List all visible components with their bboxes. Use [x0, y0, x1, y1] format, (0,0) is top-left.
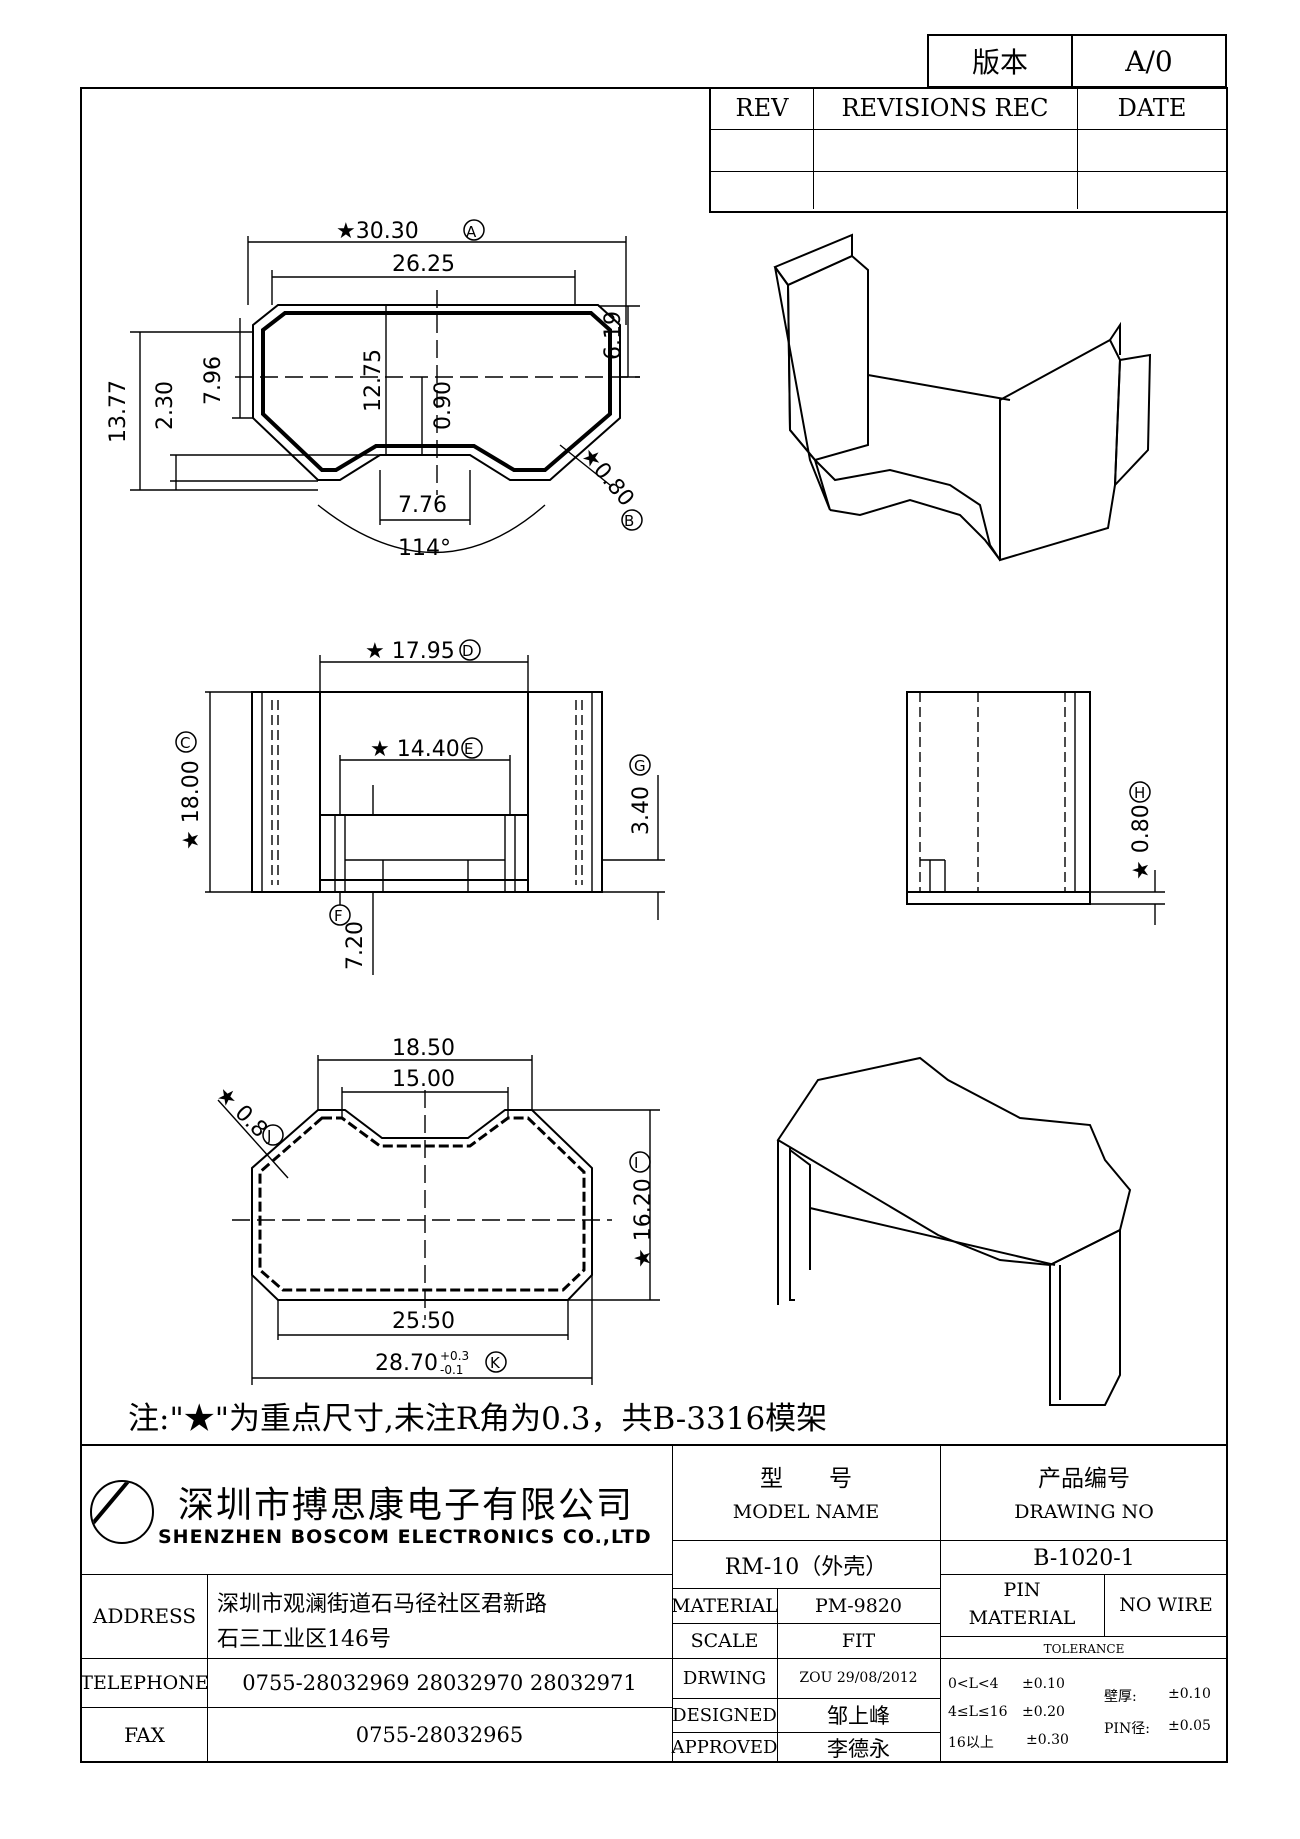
dim-top-1377: 13.77: [106, 380, 131, 443]
material-label: MATERIAL: [671, 1594, 778, 1617]
dim-tag-k: K: [490, 1354, 501, 1372]
pin-material-value: NO WIRE: [1119, 1594, 1213, 1616]
dim-tag-j: J: [266, 1127, 271, 1145]
model-label-en: MODEL NAME: [732, 1501, 880, 1523]
version-label: 版本: [929, 36, 1073, 86]
dim-front-340: 3.40: [629, 786, 654, 835]
tolerance-row-3-range: 16以上: [948, 1735, 994, 1751]
dim-front-720: 7.20: [343, 921, 368, 970]
dim-bottom-1500: 15.00: [392, 1067, 455, 1092]
side-view: [906, 691, 1165, 925]
dim-top-1275: 12.75: [361, 349, 386, 412]
version-value: A/0: [1125, 44, 1173, 78]
dim-bottom-2870: 28.70: [375, 1351, 438, 1376]
date-header: DATE: [1117, 94, 1187, 122]
company-logo: [90, 1480, 154, 1544]
revisions-rec-header: REVISIONS REC: [841, 94, 1049, 122]
tolerance-row-2-value: ±0.20: [1022, 1704, 1065, 1720]
dim-tag-e: E: [464, 740, 473, 758]
wall-thickness-label: 壁厚:: [1104, 1689, 1137, 1705]
telephone-label: TELEPHONE: [80, 1671, 209, 1694]
designed-label: DESIGNED: [672, 1704, 777, 1726]
fax-label: FAX: [124, 1723, 165, 1747]
wall-thickness-value: ±0.10: [1168, 1686, 1211, 1702]
dim-tag-h: H: [1134, 784, 1145, 802]
approved-value: 李德永: [827, 1736, 890, 1761]
scale-label: SCALE: [690, 1629, 759, 1652]
dim-top-230: 2.30: [153, 381, 178, 430]
dim-top-796: 7.96: [201, 356, 226, 405]
dim-front-1795: ★ 17.95: [365, 639, 455, 664]
dim-tag-a: A: [466, 223, 477, 241]
dim-top-090: 0.90: [431, 381, 456, 430]
dim-top-776: 7.76: [398, 493, 447, 518]
dim-top-inner-width: 26.25: [392, 252, 455, 277]
dim-top-angle: 114°: [398, 536, 451, 561]
address-line-2: 石三工业区146号: [217, 1627, 391, 1652]
dim-bottom-tol-plus: +0.3: [440, 1349, 469, 1363]
pin-material-label-2: MATERIAL: [968, 1607, 1076, 1629]
dim-tag-g: G: [634, 757, 646, 775]
company-name-cn: 深圳市搏思康电子有限公司: [178, 1485, 635, 1526]
dim-bottom-1620: ★ 16.20: [631, 1178, 656, 1268]
pin-material-label-1: PIN: [1003, 1579, 1041, 1601]
isometric-view-top: [773, 233, 1152, 562]
pin-diameter-value: ±0.05: [1168, 1718, 1211, 1734]
dim-top-080: ★0.80: [575, 443, 638, 512]
rev-header: REV: [735, 94, 789, 122]
dim-tag-c: C: [180, 734, 190, 752]
dim-tag-d: D: [462, 642, 474, 660]
address-line-1: 深圳市观澜街道石马径社区君新路: [217, 1592, 548, 1617]
pin-diameter-label: PIN径:: [1104, 1721, 1150, 1737]
top-view: [130, 236, 640, 554]
tolerance-row-1-value: ±0.10: [1022, 1676, 1065, 1692]
front-view: [205, 655, 665, 975]
revision-table: REV REVISIONS REC DATE: [709, 87, 1228, 213]
company-name-en: SHENZHEN BOSCOM ELECTRONICS CO.,LTD: [158, 1526, 652, 1548]
drawing-note: 注:"★"为重点尺寸,未注R角为0.3，共B-3316模架: [128, 1401, 828, 1437]
dim-bottom-1850: 18.50: [392, 1036, 455, 1061]
material-value: PM-9820: [814, 1594, 902, 1617]
drawing-no-label-cn: 产品编号: [1038, 1466, 1130, 1492]
drawing-no-label-en: DRAWING NO: [1014, 1501, 1154, 1523]
dim-side-080: ★ 0.80: [1129, 804, 1154, 880]
tolerance-row-1-range: 0<L<4: [948, 1676, 999, 1692]
dim-bottom-2550: 25.50: [392, 1309, 455, 1334]
dim-top-619: 6.19: [601, 311, 626, 360]
dim-bottom-tol-minus: -0.1: [440, 1363, 463, 1377]
dim-front-1440: ★ 14.40: [370, 737, 460, 762]
dim-top-overall-width: ★30.30: [336, 219, 419, 244]
tolerance-row-3-value: ±0.30: [1026, 1732, 1069, 1748]
title-block: 深圳市搏思康电子有限公司 SHENZHEN BOSCOM ELECTRONICS…: [80, 1444, 1228, 1763]
drawing-no-value: B-1020-1: [1033, 1545, 1135, 1571]
designed-value: 邹上峰: [827, 1704, 890, 1728]
telephone-value: 0755-28032969 28032970 28032971: [242, 1670, 637, 1695]
tolerance-label: TOLERANCE: [1043, 1641, 1125, 1656]
dim-tag-i: I: [634, 1154, 638, 1172]
address-label: ADDRESS: [92, 1604, 197, 1628]
isometric-view-bottom: [776, 1056, 1132, 1406]
dim-tag-f: F: [334, 907, 343, 925]
dim-tag-b: B: [624, 512, 634, 530]
scale-value: FIT: [841, 1629, 876, 1652]
dim-front-1800: ★ 18.00: [179, 760, 204, 850]
drwing-label: DRWING: [682, 1667, 767, 1689]
tolerance-row-2-range: 4≤L≤16: [948, 1704, 1008, 1720]
fax-value: 0755-28032965: [355, 1723, 524, 1747]
model-value: RM-10（外壳）: [724, 1555, 888, 1580]
model-label-cn: 型 号: [760, 1466, 852, 1492]
drwing-value: ZOU 29/08/2012: [799, 1670, 918, 1686]
bottom-view: [217, 1055, 660, 1385]
approved-label: APPROVED: [671, 1737, 778, 1758]
